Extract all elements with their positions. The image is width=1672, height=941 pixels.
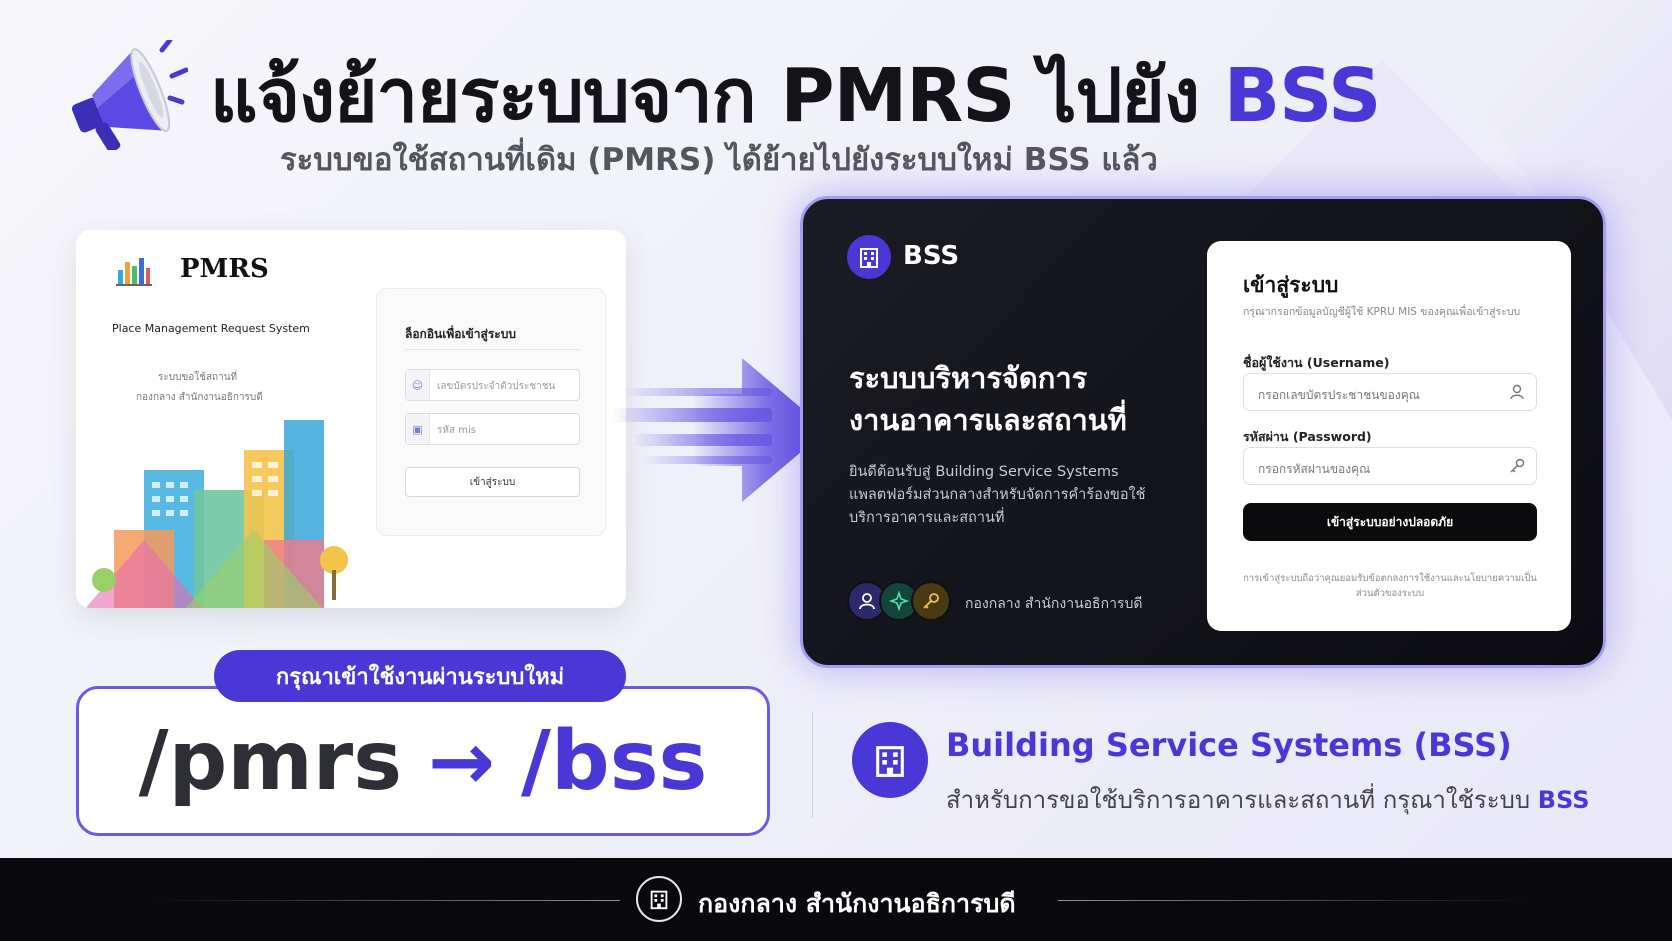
pmrs-subtitle-1: ระบบขอใช้สถานที่ [158, 372, 238, 383]
password-label: รหัสผ่าน (Password) [1243, 429, 1372, 444]
user-icon: ☺ [406, 370, 430, 400]
bss-screenshot-panel: BSS ระบบบริหารจัดการ งานอาคารและสถานที่ … [800, 196, 1606, 668]
pmrs-full-name: Place Management Request System [112, 322, 310, 335]
bss-desc-line-1: ยินดีต้อนรับสู่ Building Service Systems [849, 464, 1119, 480]
arrow-right-icon: → [428, 714, 496, 808]
footer-org-text: กองกลาง สำนักงานอธิการบดี [698, 889, 1016, 918]
secure-login-button[interactable]: เข้าสู่ระบบอย่างปลอดภัย [1243, 503, 1537, 541]
footer-bar: กองกลาง สำนักงานอธิการบดี [0, 858, 1672, 941]
new-url-path: /bss [521, 713, 708, 809]
pmrs-login-button[interactable]: เข้าสู่ระบบ [405, 467, 580, 497]
pmrs-id-input[interactable]: ☺ เลขบัตรประจำตัวประชาชน [405, 369, 580, 401]
new-system-pill: กรุณาเข้าใช้งานผ่านระบบใหม่ [214, 650, 626, 702]
title-main: แจ้งย้ายระบบจาก PMRS ไปยัง [210, 53, 1200, 139]
pmrs-id-placeholder: เลขบัตรประจำตัวประชาชน [437, 381, 556, 392]
username-label: ชื่อผู้ใช้งาน (Username) [1243, 355, 1390, 370]
building-icon [636, 876, 682, 922]
bss-desc-line-2: แพลตฟอร์มส่วนกลางสำหรับจัดการคำร้องขอใช้ [849, 487, 1146, 503]
pmrs-password-placeholder: รหัส mis [437, 425, 476, 436]
megaphone-icon [71, 40, 188, 150]
pmrs-login-divider [405, 349, 580, 350]
password-input[interactable]: กรอกรหัสผ่านของคุณ [1243, 447, 1537, 485]
footer-line-right [1058, 900, 1528, 901]
pmrs-password-input[interactable]: ▣ รหัส mis [405, 413, 580, 445]
username-input[interactable]: กรอกเลขบัตรประชาชนของคุณ [1243, 373, 1537, 411]
user-icon [1510, 384, 1524, 400]
bss-heading-line-2: งานอาคารและสถานที่ [849, 403, 1127, 437]
bss-org-text: กองกลาง สำนักงานอธิการบดี [965, 596, 1143, 612]
footer-line-left [150, 900, 620, 901]
title-accent: BSS [1223, 53, 1382, 139]
bss-login-subtitle: กรุณากรอกข้อมูลบัญชีผู้ใช้ KPRU MIS ของค… [1243, 306, 1521, 318]
key-icon [911, 581, 951, 621]
pmrs-login-title: ล็อกอินเพื่อเข้าสู่ระบบ [405, 327, 516, 341]
bss-login-title: เข้าสู่ระบบ [1243, 273, 1339, 297]
bss-logo [847, 235, 891, 279]
building-icon [852, 722, 928, 798]
building-icon [860, 248, 878, 268]
bss-info-title: Building Service Systems (BSS) [946, 726, 1512, 764]
bss-info-desc-accent: BSS [1537, 786, 1590, 814]
bss-info-desc-text: สำหรับการขอใช้บริการอาคารและสถานที่ กรุณ… [946, 786, 1531, 814]
pmrs-subtitle-2: กองกลาง สำนักงานอธิการบดี [136, 392, 263, 403]
bss-heading-line-1: ระบบบริหารจัดการ [849, 361, 1088, 395]
url-change-box: /pmrs → /bss [76, 686, 770, 836]
old-url-path: /pmrs [138, 713, 403, 809]
lock-icon: ▣ [406, 414, 430, 444]
bss-heading: ระบบบริหารจัดการ งานอาคารและสถานที่ [849, 357, 1209, 441]
bss-info-description: สำหรับการขอใช้บริการอาคารและสถานที่ กรุณ… [946, 780, 1590, 819]
pmrs-login-form: ล็อกอินเพื่อเข้าสู่ระบบ ☺ เลขบัตรประจำตั… [376, 288, 606, 536]
vertical-divider [812, 712, 813, 818]
pmrs-logo-text: PMRS [180, 254, 269, 284]
bss-login-card: เข้าสู่ระบบ กรุณากรอกข้อมูลบัญชีผู้ใช้ K… [1207, 241, 1571, 631]
arrow-right-icon [612, 358, 827, 502]
password-placeholder: กรอกรหัสผ่านของคุณ [1258, 462, 1371, 476]
bss-desc-line-3: บริการอาคารและสถานที่ [849, 510, 1005, 526]
bss-description: ยินดีต้อนรับสู่ Building Service Systems… [849, 461, 1179, 530]
bar-chart-icon [116, 258, 152, 286]
bss-logo-text: BSS [903, 241, 960, 271]
city-buildings-illustration [85, 420, 348, 608]
bss-avatar-group [847, 581, 957, 623]
username-placeholder: กรอกเลขบัตรประชาชนของคุณ [1258, 388, 1420, 402]
page-title: แจ้งย้ายระบบจาก PMRS ไปยัง BSS [210, 36, 1382, 154]
page-subtitle: ระบบขอใช้สถานที่เดิม (PMRS) ได้ย้ายไปยัง… [280, 142, 1158, 178]
pmrs-screenshot-card: PMRS Place Management Request System ระบ… [76, 230, 626, 608]
key-icon [1510, 458, 1525, 473]
terms-text: การเข้าสู่ระบบถือว่าคุณยอมรับข้อตกลงการใ… [1243, 573, 1537, 599]
